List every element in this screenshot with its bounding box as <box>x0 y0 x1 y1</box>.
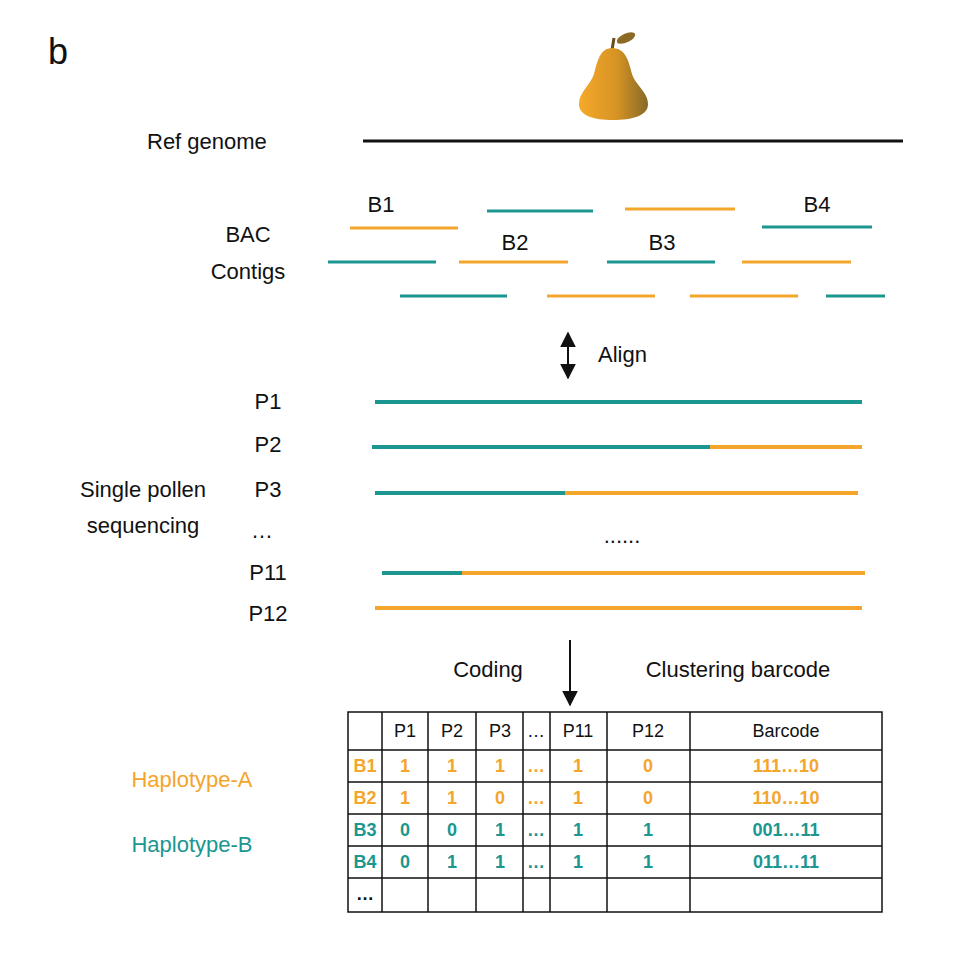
contig-name: B1 <box>368 192 395 217</box>
table-cell: 0 <box>643 756 653 777</box>
table-cell: … <box>527 756 545 777</box>
table-cell: 1 <box>447 852 457 873</box>
table-cell: 1 <box>447 756 457 777</box>
table-header: Barcode <box>752 721 819 742</box>
table-cell: 0 <box>495 788 505 809</box>
table-cell: 1 <box>400 788 410 809</box>
table-cell: 1 <box>495 852 505 873</box>
arrow-label: Align <box>598 342 647 367</box>
contig-name: B2 <box>502 230 529 255</box>
table-cell: 1 <box>400 756 410 777</box>
haplotype-label: Haplotype-B <box>131 832 252 857</box>
bac-contigs <box>328 209 885 296</box>
haplotype-label: Haplotype-A <box>131 767 252 792</box>
table-cell: 1 <box>447 788 457 809</box>
table-cell: 1 <box>573 788 583 809</box>
table-cell: … <box>527 820 545 841</box>
arrow-label: Clustering barcode <box>646 657 831 682</box>
table-cell: 1 <box>573 820 583 841</box>
table-cell: … <box>527 852 545 873</box>
table-cell: B4 <box>353 852 376 873</box>
pollen-reads <box>372 402 865 608</box>
pollen-name: P2 <box>255 432 282 457</box>
pollen-name: P1 <box>255 389 282 414</box>
row-label: Single pollen sequencing <box>33 472 253 544</box>
table-header: P1 <box>394 721 416 742</box>
table-cell: 0 <box>447 820 457 841</box>
row-label: BAC Contigs <box>188 216 308 290</box>
pollen-name: P12 <box>248 601 287 626</box>
table-cell: … <box>527 788 545 809</box>
coding-arrow <box>569 640 571 705</box>
table-cell: 0 <box>400 820 410 841</box>
ref-genome-line <box>363 140 903 143</box>
pollen-name: P3 <box>255 477 282 502</box>
table-header: P12 <box>632 721 664 742</box>
table-cell: B2 <box>353 788 376 809</box>
table-cell: 1 <box>495 756 505 777</box>
arrow-label: Coding <box>453 657 523 682</box>
ellipsis: ...... <box>604 523 641 548</box>
panel-letter: b <box>48 31 68 72</box>
align-arrow <box>567 333 569 378</box>
contig-name: B3 <box>649 230 676 255</box>
table-cell: 011…11 <box>753 852 819 873</box>
barcode-table-grid <box>348 712 882 912</box>
table-cell: 1 <box>495 820 505 841</box>
table-cell: 1 <box>573 756 583 777</box>
table-cell: 0 <box>400 852 410 873</box>
table-cell: B1 <box>353 756 376 777</box>
table-cell: … <box>356 884 374 905</box>
table-cell: 1 <box>643 852 653 873</box>
table-cell: 0 <box>643 788 653 809</box>
table-cell: 110…10 <box>752 788 819 809</box>
contig-name: B4 <box>804 192 831 217</box>
table-cell: 1 <box>573 852 583 873</box>
pear-icon <box>579 30 648 120</box>
pollen-name: P11 <box>249 560 287 585</box>
table-header: … <box>527 721 545 742</box>
table-cell: B3 <box>353 820 376 841</box>
table-header: P11 <box>563 721 594 742</box>
table-cell: 1 <box>643 820 653 841</box>
table-header: P2 <box>441 721 463 742</box>
table-cell: 001…11 <box>752 820 819 841</box>
row-label: Ref genome <box>147 129 267 154</box>
table-cell: 111…10 <box>753 756 819 777</box>
ellipsis: … <box>251 518 273 543</box>
table-header: P3 <box>489 721 511 742</box>
